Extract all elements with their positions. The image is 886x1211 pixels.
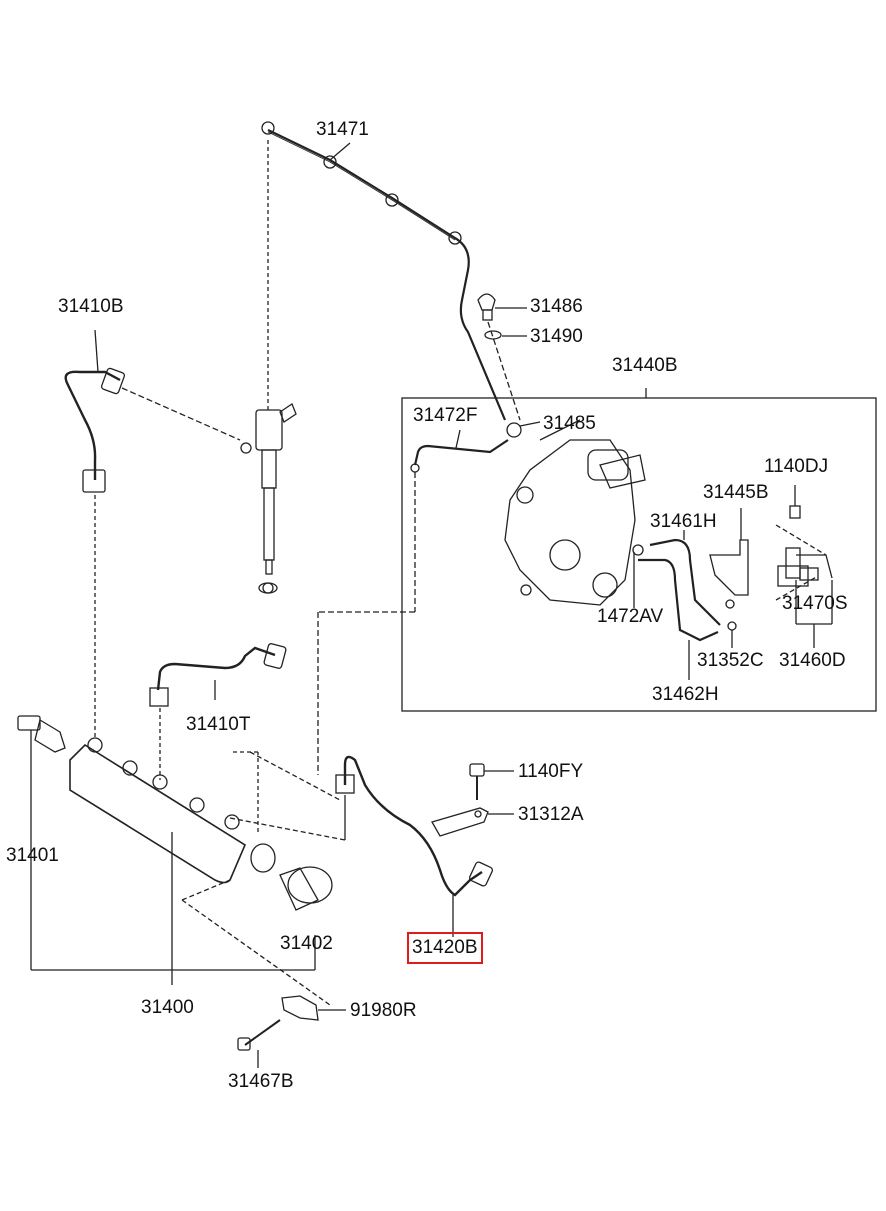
part-label-31471[interactable]: 31471 bbox=[316, 119, 369, 140]
part-label-31440B[interactable]: 31440B bbox=[612, 355, 678, 376]
part-label-31312A[interactable]: 31312A bbox=[518, 804, 584, 825]
fuel-pump bbox=[504, 419, 646, 606]
part-label-31402[interactable]: 31402 bbox=[280, 933, 333, 954]
part-label-31445B[interactable]: 31445B bbox=[703, 482, 769, 503]
part-label-31485[interactable]: 31485 bbox=[543, 413, 596, 434]
part-label-31401[interactable]: 31401 bbox=[6, 845, 59, 866]
part-label-31460D[interactable]: 31460D bbox=[779, 650, 846, 671]
part-label-31490[interactable]: 31490 bbox=[530, 326, 583, 347]
part-label-31410T[interactable]: 31410T bbox=[186, 714, 251, 735]
part-label-1140DJ[interactable]: 1140DJ bbox=[764, 456, 829, 477]
part-label-31352C[interactable]: 31352C bbox=[697, 650, 764, 671]
part-label-31486[interactable]: 31486 bbox=[530, 296, 583, 317]
part-label-1472AV[interactable]: 1472AV bbox=[597, 606, 664, 627]
pipe-31410B bbox=[64, 370, 121, 480]
part-label-31462H[interactable]: 31462H bbox=[652, 684, 719, 705]
part-label-1140FY[interactable]: 1140FY bbox=[518, 761, 584, 782]
return-line-31471 bbox=[267, 129, 507, 421]
part-label-31420B-highlighted[interactable]: 31420B bbox=[407, 932, 483, 964]
part-label-31400[interactable]: 31400 bbox=[141, 997, 194, 1018]
pipe-31410T bbox=[156, 646, 276, 691]
part-label-91980R[interactable]: 91980R bbox=[350, 1000, 417, 1021]
part-label-31410B[interactable]: 31410B bbox=[58, 296, 124, 317]
part-label-31470S[interactable]: 31470S bbox=[782, 593, 848, 614]
pipe-31420B bbox=[343, 755, 483, 897]
pump-assembly-box bbox=[401, 397, 877, 712]
hose-31472F bbox=[413, 439, 509, 466]
fuel-rail bbox=[69, 737, 276, 884]
part-label-31461H[interactable]: 31461H bbox=[650, 511, 717, 532]
injector bbox=[240, 140, 297, 594]
part-label-31467B[interactable]: 31467B bbox=[228, 1071, 294, 1092]
part-label-31472F[interactable]: 31472F bbox=[413, 405, 478, 426]
